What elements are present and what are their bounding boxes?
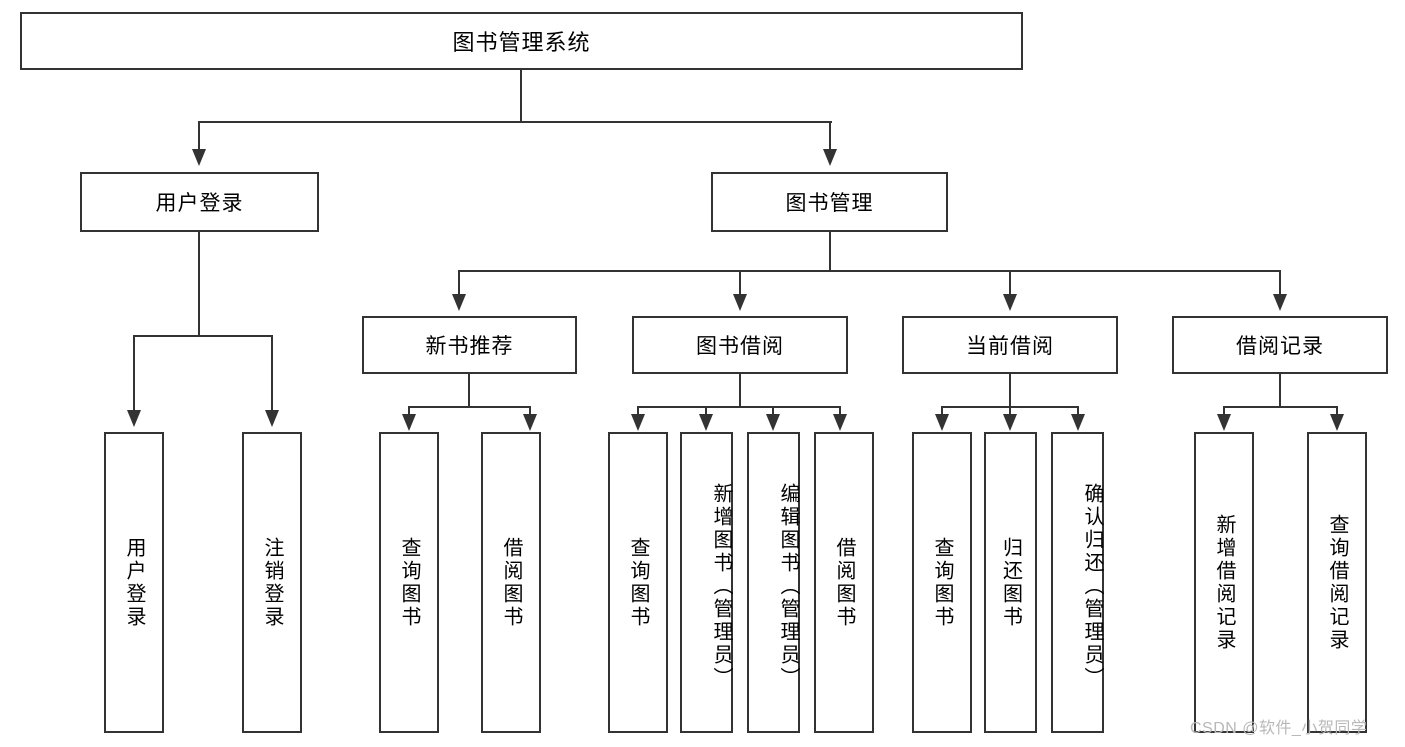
connector-user-login-to-leaf-2 xyxy=(271,335,273,412)
node-label: 查询图书 xyxy=(931,536,953,629)
arrow-current-borrow-to-leaf-3 xyxy=(1071,414,1085,431)
leaf-new-book-1[interactable]: 查询图书 xyxy=(379,432,439,733)
arrow-book-borrow-to-leaf-1 xyxy=(631,414,645,431)
node-book-borrow[interactable]: 图书借阅 xyxy=(632,316,848,374)
node-label: 图书借阅 xyxy=(696,335,784,358)
leaf-borrow-record-2[interactable]: 查询借阅记录 xyxy=(1307,432,1367,733)
arrow-book-borrow-to-leaf-3 xyxy=(766,414,780,431)
leaf-current-borrow-3[interactable]: 确认归还（管理员） xyxy=(1051,432,1104,733)
node-label: 查询图书 xyxy=(627,536,649,629)
watermark-text: CSDN @软件_小贺同学 xyxy=(1190,720,1368,737)
leaf-book-borrow-3[interactable]: 编辑图书（管理员） xyxy=(747,432,800,733)
connector-borrow-record-bar xyxy=(1223,406,1337,408)
leaf-new-book-2[interactable]: 借阅图书 xyxy=(481,432,541,733)
leaf-borrow-record-1[interactable]: 新增借阅记录 xyxy=(1194,432,1254,733)
node-label: 当前借阅 xyxy=(966,335,1054,358)
node-label: 借阅图书 xyxy=(500,536,522,629)
node-label: 新书推荐 xyxy=(425,335,514,358)
leaf-current-borrow-2[interactable]: 归还图书 xyxy=(984,432,1037,733)
connector-new-book-to-leaf-1 xyxy=(408,406,410,417)
arrow-user-login-to-leaf-2 xyxy=(265,410,279,427)
node-label: 编辑图书（管理员） xyxy=(777,483,799,690)
connector-root-bar xyxy=(198,121,832,123)
connector-book-manage-to-book-borrow xyxy=(739,270,741,296)
connector-new-book-to-leaf-2 xyxy=(529,406,531,417)
node-label: 查询图书 xyxy=(398,536,420,629)
node-label: 新增借阅记录 xyxy=(1213,513,1235,652)
connector-user-login-to-leaf-1 xyxy=(133,335,135,412)
node-label: 图书管理系统 xyxy=(452,30,591,55)
arrow-book-borrow-to-leaf-2 xyxy=(699,414,713,431)
connector-book-manage-bar xyxy=(458,270,1281,272)
connector-book-borrow-to-leaf-2 xyxy=(705,406,707,417)
connector-borrow-record-to-leaf-2 xyxy=(1336,406,1338,417)
arrow-book-manage-to-borrow-record xyxy=(1273,294,1287,311)
connector-root-to-user-login xyxy=(198,121,200,151)
arrow-current-borrow-to-leaf-2 xyxy=(1003,414,1017,431)
connector-book-manage-to-new-book xyxy=(458,270,460,296)
arrow-borrow-record-to-leaf-1 xyxy=(1217,414,1231,431)
leaf-user-login-1[interactable]: 用户登录 xyxy=(104,432,164,733)
node-label: 借阅记录 xyxy=(1236,335,1324,358)
arrow-root-to-book-manage xyxy=(823,149,837,166)
connector-borrow-record-to-leaf-1 xyxy=(1223,406,1225,417)
connector-root-to-book-manage xyxy=(829,121,831,151)
arrow-user-login-to-leaf-1 xyxy=(127,410,141,427)
leaf-book-borrow-4[interactable]: 借阅图书 xyxy=(814,432,874,733)
connector-user-login-bar xyxy=(133,335,272,337)
connector-new-book-bar xyxy=(408,406,530,408)
connector-book-borrow-to-leaf-4 xyxy=(839,406,841,417)
node-current-borrow[interactable]: 当前借阅 xyxy=(902,316,1118,374)
node-label: 新增图书（管理员） xyxy=(710,483,732,690)
node-label: 确认归还（管理员） xyxy=(1081,483,1103,690)
node-label: 用户登录 xyxy=(155,192,244,215)
node-label: 借阅图书 xyxy=(833,536,855,629)
node-label: 归还图书 xyxy=(999,536,1022,629)
leaf-book-borrow-2[interactable]: 新增图书（管理员） xyxy=(680,432,733,733)
connector-book-manage-trunk xyxy=(829,232,831,271)
connector-root-trunk xyxy=(520,70,522,122)
connector-book-borrow-bar xyxy=(637,406,841,408)
connector-book-manage-to-borrow-record xyxy=(1279,270,1281,296)
node-label: 注销登录 xyxy=(261,536,283,629)
arrow-book-manage-to-new-book xyxy=(452,294,466,311)
arrow-borrow-record-to-leaf-2 xyxy=(1330,414,1344,431)
arrow-book-manage-to-current-borrow xyxy=(1003,294,1017,311)
leaf-current-borrow-1[interactable]: 查询图书 xyxy=(912,432,972,733)
arrow-book-borrow-to-leaf-4 xyxy=(833,414,847,431)
leaf-user-login-2[interactable]: 注销登录 xyxy=(242,432,302,733)
connector-book-borrow-to-leaf-3 xyxy=(772,406,774,417)
connector-current-borrow-to-leaf-2 xyxy=(1009,406,1011,417)
node-user-login[interactable]: 用户登录 xyxy=(80,172,319,232)
arrow-current-borrow-to-leaf-1 xyxy=(935,414,949,431)
arrow-root-to-user-login xyxy=(192,149,206,166)
leaf-book-borrow-1[interactable]: 查询图书 xyxy=(608,432,668,733)
node-borrow-record[interactable]: 借阅记录 xyxy=(1172,316,1388,374)
connector-book-borrow-trunk xyxy=(739,374,741,407)
node-root-system[interactable]: 图书管理系统 xyxy=(20,12,1023,70)
node-label: 用户登录 xyxy=(123,536,145,629)
connector-user-login-trunk xyxy=(198,232,200,336)
connector-book-borrow-to-leaf-1 xyxy=(637,406,639,417)
node-book-manage[interactable]: 图书管理 xyxy=(711,172,948,232)
node-new-book-recommend[interactable]: 新书推荐 xyxy=(362,316,577,374)
connector-current-borrow-to-leaf-1 xyxy=(941,406,943,417)
arrow-book-manage-to-book-borrow xyxy=(733,294,747,311)
node-label: 查询借阅记录 xyxy=(1326,513,1348,652)
connector-current-borrow-to-leaf-3 xyxy=(1077,406,1079,417)
connector-book-manage-to-current-borrow xyxy=(1009,270,1011,296)
arrow-new-book-to-leaf-1 xyxy=(402,414,416,431)
connector-current-borrow-trunk xyxy=(1009,374,1011,407)
arrow-new-book-to-leaf-2 xyxy=(523,414,537,431)
connector-new-book-trunk xyxy=(468,374,470,407)
connector-borrow-record-trunk xyxy=(1279,374,1281,407)
node-label: 图书管理 xyxy=(785,192,874,215)
